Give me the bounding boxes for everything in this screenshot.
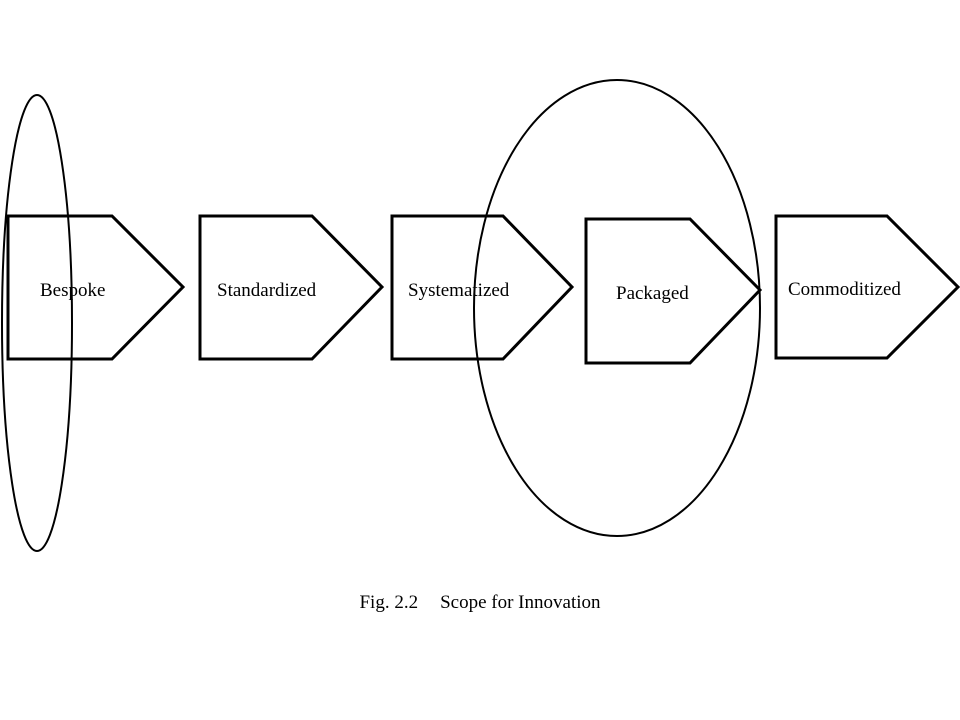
stage-bespoke-pentagon — [6, 214, 186, 361]
stage-systematized-label: Systematized — [408, 280, 510, 301]
stage-bespoke-label: Bespoke — [40, 280, 105, 301]
systematized-packaged-highlight-ellipse — [473, 79, 761, 537]
stage-systematized-pentagon — [390, 214, 575, 361]
figure-number: Fig. 2.2 — [359, 592, 419, 613]
stage-packaged: Packaged — [584, 217, 763, 365]
figure-title: Scope for Innovation — [440, 592, 601, 613]
stage-commoditized-label: Commoditized — [788, 279, 901, 300]
stage-systematized: Systematized — [390, 214, 575, 361]
stage-packaged-pentagon — [584, 217, 763, 365]
stage-commoditized: Commoditized — [774, 214, 960, 360]
stage-packaged-label: Packaged — [616, 283, 689, 304]
stage-commoditized-pentagon — [774, 214, 960, 360]
stage-bespoke: Bespoke — [6, 214, 186, 361]
stage-standardized: Standardized — [198, 214, 385, 361]
stage-standardized-pentagon — [198, 214, 385, 361]
bespoke-highlight-ellipse — [1, 94, 73, 552]
figure-caption: Fig. 2.2 Scope for Innovation — [0, 592, 960, 614]
stage-standardized-label: Standardized — [217, 280, 317, 301]
